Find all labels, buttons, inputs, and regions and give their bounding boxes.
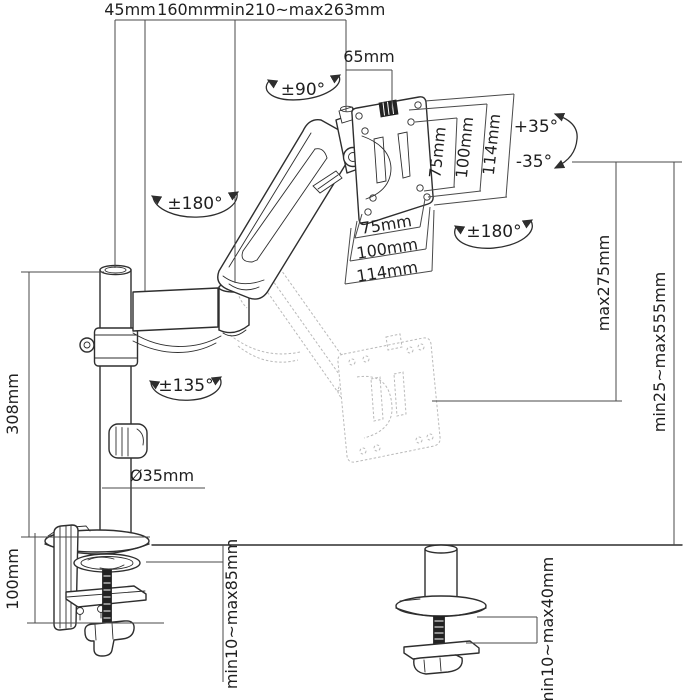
grommet-lower-plate xyxy=(403,640,480,660)
clamp-tightening-knob xyxy=(84,620,135,657)
vesa-v75-label: 75mm xyxy=(425,126,449,179)
tilt-down-label: -35° xyxy=(516,152,552,172)
pole-collar xyxy=(93,327,139,367)
dimension-lines xyxy=(21,19,682,682)
dim-clamp-range-label: min10~max85mm xyxy=(222,539,241,689)
vesa-v114-label: 114mm xyxy=(479,113,504,176)
pole xyxy=(79,264,148,537)
collar-screw xyxy=(79,337,95,353)
arm-rotate-arc xyxy=(152,192,238,218)
dim-160mm-label: 160mm xyxy=(157,0,219,19)
grommet-mount xyxy=(395,544,487,675)
dim-100mm-label: 100mm xyxy=(3,548,22,610)
tilt-up-label: +35° xyxy=(514,117,558,137)
dim-grommet-range-label: min10~max40mm xyxy=(538,557,557,700)
dim-max275mm-label: max275mm xyxy=(594,235,613,332)
swivel-arc xyxy=(265,75,341,101)
arm-rotation-label: ±180° xyxy=(167,194,222,214)
desk-clamp xyxy=(44,524,150,657)
elbow-tilt-label: ±135° xyxy=(158,376,213,396)
dim-height-range-label: min25~max555mm xyxy=(650,272,669,433)
ghost-lowered-position xyxy=(229,249,441,463)
gas-spring-arm xyxy=(217,119,355,300)
tilt-arc xyxy=(555,114,578,168)
dim-65mm-label: 65mm xyxy=(343,47,395,66)
ghost-vesa-plate xyxy=(337,337,441,463)
link-arm xyxy=(132,282,250,353)
dim-45mm-label: 45mm xyxy=(104,0,156,19)
dim-pole-diameter-label: Ø35mm xyxy=(130,466,194,485)
vesa-slot xyxy=(397,131,411,179)
dim-308mm-label: 308mm xyxy=(3,373,22,435)
grommet-knob xyxy=(413,654,463,675)
clamp-threaded-rod xyxy=(102,569,112,629)
vesa-rotation-label: ±180° xyxy=(466,222,521,242)
swivel-angle-label: ±90° xyxy=(281,80,325,100)
rotation-arrows xyxy=(148,74,578,401)
vesa-rotate-arc xyxy=(454,220,533,249)
elbow-tilt-arc xyxy=(150,377,222,401)
dim-reach-label: min210~max263mm xyxy=(215,0,386,19)
vesa-plate xyxy=(351,96,434,226)
rotation-labels: ±90° ±180° ±135° ±180° +35° -35° xyxy=(158,80,558,396)
vesa-v100-label: 100mm xyxy=(452,116,477,179)
